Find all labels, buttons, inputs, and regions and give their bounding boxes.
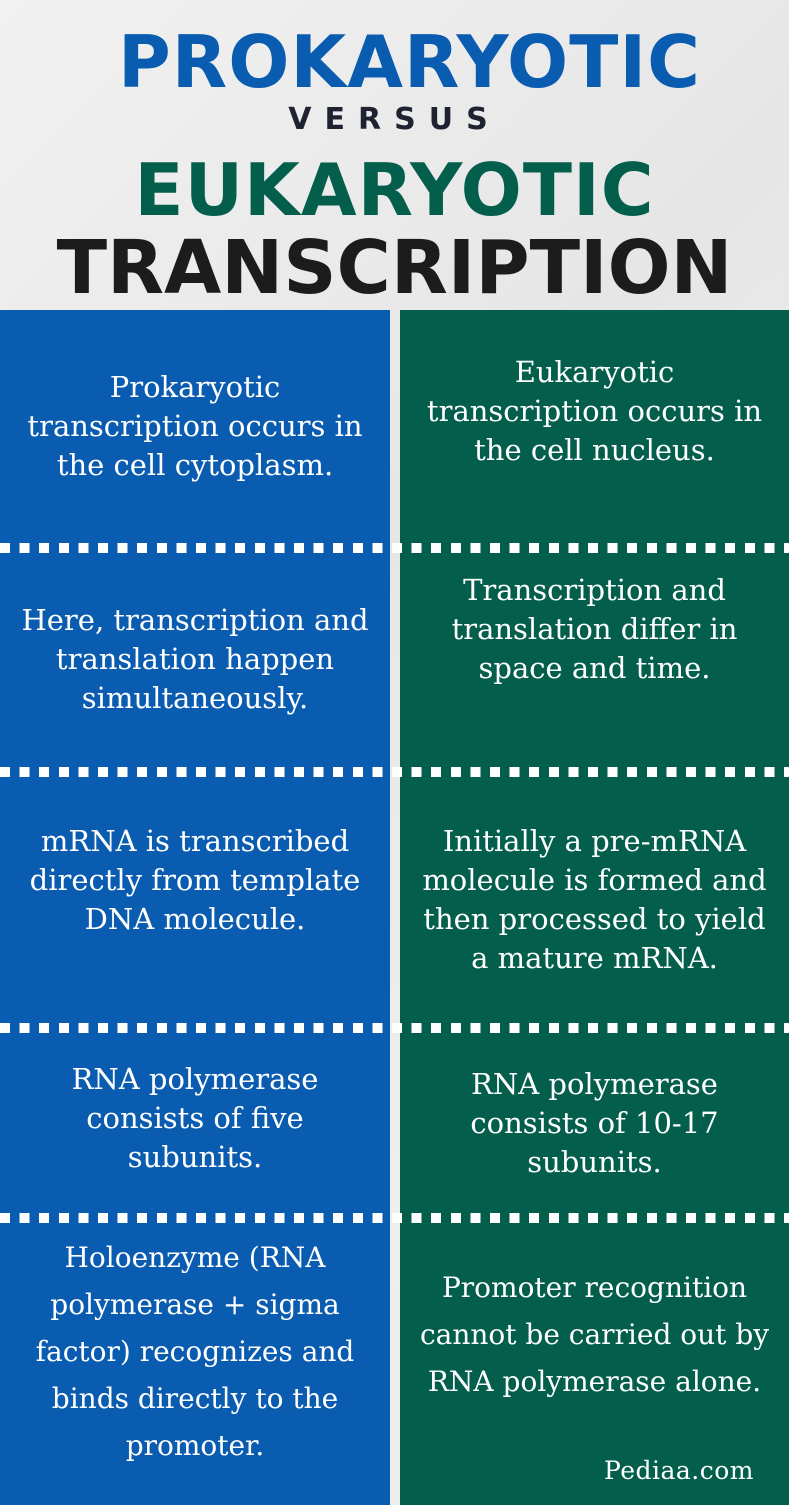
- infographic-header: PROKARYOTIC VERSUS EUKARYOTIC TRANSCRIPT…: [0, 0, 789, 311]
- eukaryotic-cell-1: Eukaryotic transcription occurs in the c…: [400, 310, 789, 543]
- prokaryotic-cell-1: Prokaryotic transcription occurs in the …: [0, 310, 390, 543]
- title-transcription: TRANSCRIPTION: [56, 225, 733, 311]
- prokaryotic-column: Prokaryotic transcription occurs in the …: [0, 310, 390, 1505]
- eukaryotic-column: Eukaryotic transcription occurs in the c…: [400, 310, 789, 1505]
- eukaryotic-text-1: Eukaryotic transcription occurs in the c…: [426, 355, 763, 467]
- eukaryotic-cell-2: Transcription and translation differ in …: [400, 553, 789, 766]
- prokaryotic-text-4: RNA polymerase consists of five subunits…: [71, 1061, 319, 1174]
- eukaryotic-cell-3: Initially a pre-mRNA molecule is formed …: [400, 777, 789, 1023]
- eukaryotic-text-4: RNA polymerase consists of 10-17 subunit…: [470, 1066, 719, 1179]
- dotted-divider-1: [0, 543, 789, 553]
- title-eukaryotic: EUKARYOTIC: [134, 148, 655, 232]
- dotted-divider-2: [0, 767, 789, 777]
- pediaa-logo: Pediaa.com: [604, 1456, 755, 1485]
- prokaryotic-text-3: mRNA is transcribed directly from templa…: [29, 823, 361, 936]
- eukaryotic-cell-4: RNA polymerase consists of 10-17 subunit…: [400, 1033, 789, 1213]
- title-versus: VERSUS: [288, 102, 501, 137]
- prokaryotic-cell-2: Here, transcription and translation happ…: [0, 553, 390, 766]
- prokaryotic-cell-4: RNA polymerase consists of five subunits…: [0, 1033, 390, 1213]
- prokaryotic-text-1: Prokaryotic transcription occurs in the …: [27, 370, 363, 482]
- prokaryotic-cell-5: Holoenzyme (RNA polymerase + sigma facto…: [0, 1223, 390, 1505]
- prokaryotic-text-5: Holoenzyme (RNA polymerase + sigma facto…: [35, 1241, 355, 1462]
- prokaryotic-cell-3: mRNA is transcribed directly from templa…: [0, 777, 390, 1023]
- prokaryotic-text-2: Here, transcription and translation happ…: [21, 603, 369, 715]
- dotted-divider-4: [0, 1213, 789, 1223]
- title-prokaryotic: PROKARYOTIC: [118, 20, 701, 104]
- eukaryotic-cell-5: Promoter recognition cannot be carried o…: [400, 1223, 789, 1505]
- dotted-divider-3: [0, 1023, 789, 1033]
- eukaryotic-text-3: Initially a pre-mRNA molecule is formed …: [422, 824, 767, 975]
- eukaryotic-text-5: Promoter recognition cannot be carried o…: [419, 1270, 770, 1398]
- eukaryotic-text-2: Transcription and translation differ in …: [451, 573, 738, 685]
